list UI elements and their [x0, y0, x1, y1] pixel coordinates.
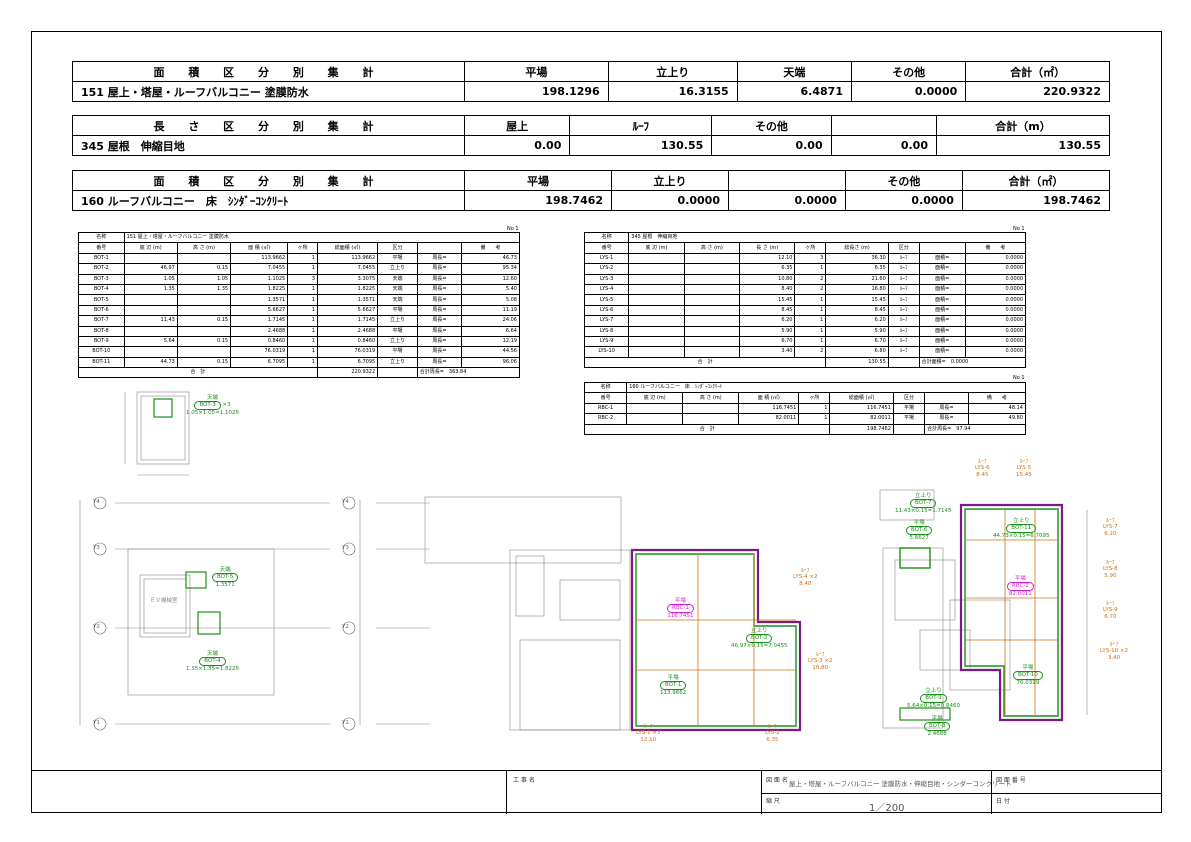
row-name: 160 ルーフバルコニー 床 ｼﾝﾀﾞｰｺﾝｸﾘｰﾄ	[72, 190, 465, 211]
label-lys9: ﾙｰﾌ LYS-9 6.70	[1103, 601, 1118, 620]
axis-label: Y4	[93, 499, 100, 505]
axis-label: Y4	[342, 499, 349, 505]
label-lys3: ﾙｰﾌ LYS-3 ×2 10.80	[808, 652, 833, 671]
cell-value: 130.55	[935, 135, 1111, 156]
cell-value: 6.4871	[736, 81, 852, 102]
label-lys7: ﾙｰﾌ LYS-7 6.20	[1103, 518, 1118, 537]
total-note: 合計面積= 0.0000	[918, 356, 1027, 369]
label-bot3: 天端 BOT-3 ×3 1.05×1.05=1.1025	[186, 395, 239, 416]
axis-label: Y3	[93, 545, 100, 551]
axis-label: Y3	[342, 545, 349, 551]
label-rbc2: 平場 RBC-2 82.0011	[1007, 576, 1034, 597]
label-bot11: 立上り BOT-11 44.73×0.15=6.7095	[993, 518, 1050, 539]
date-label: 日 付	[996, 798, 1010, 805]
cell-value: 220.9322	[965, 81, 1110, 102]
cell-value: 130.55	[569, 135, 713, 156]
drawing-name: 屋上・塔屋・ルーフバルコニー 塗膜防水・伸縮目地・シンダーコンクリート	[789, 780, 1012, 788]
label-lys8: ﾙｰﾌ LYS-8 5.90	[1103, 560, 1118, 579]
label-lys4: ﾙｰﾌ LYS-4 ×2 8.40	[793, 568, 818, 587]
label-bot5: 天端 BOT-5 1.3571	[212, 567, 239, 588]
page-number: No 1	[1013, 226, 1025, 232]
col-header: 合計（m）	[935, 115, 1111, 136]
total-note: 合計周長= 363.84	[416, 367, 521, 379]
drawing-label: 図 面 名	[766, 777, 788, 784]
cell-value: 198.7462	[463, 190, 613, 211]
label-bot6: 平場 BOT-6 5.6627	[906, 520, 933, 541]
label-lys6: ﾙｰﾌ LYS-6 8.45	[975, 459, 990, 478]
cell-value: 16.3155	[607, 81, 738, 102]
axis-label: Y1	[342, 720, 349, 726]
label-bot7: 立上り BOT-7 11.43×0.15=1.7145	[895, 493, 952, 514]
label-bot2: 立上り BOT-2 46.97×0.15=7.0455	[731, 628, 788, 649]
label-rbc1: 平場 RBC-1 116.7451	[667, 598, 694, 619]
cell-value: 0.0000	[844, 190, 963, 211]
cell-value: 198.1296	[464, 81, 609, 102]
summary-table-area-1: 面 積 区 分 別 集 計 平場 立上り 天端 その他 合計（㎡） 151 屋上…	[72, 61, 1110, 102]
col-header: 合計（㎡）	[961, 170, 1111, 191]
total-value: 130.55	[825, 356, 889, 369]
total-note: 合計周長= 97.94	[924, 423, 1026, 435]
row-name: 345 屋根 伸縮目地	[72, 135, 465, 156]
project-label: 工 事 名	[513, 777, 535, 784]
axis-label: Y1	[93, 720, 100, 726]
drawing-frame	[31, 31, 1162, 813]
axis-label: Y2	[93, 624, 100, 630]
cell-value: 0.00	[463, 135, 571, 156]
summary-table-area-2: 面 積 区 分 別 集 計 平場 立上り その他 合計（㎡） 160 ルーフバル…	[72, 170, 1111, 211]
label-bot1: 平場 BOT-1 113.9662	[660, 675, 687, 696]
label-bot8: 平場 BOT-8 2.4688	[924, 716, 951, 737]
summary-table-length: 長 さ 区 分 別 集 計 屋上 ﾙｰﾌ その他 合計（m） 345 屋根 伸縮…	[72, 115, 1111, 156]
label-lys10: ﾙｰﾌ LYS-10 ×2 3.40	[1100, 642, 1129, 661]
col-header: 立上り	[611, 170, 729, 191]
cell-value: 0.0000	[850, 81, 967, 102]
col-header: ﾙｰﾌ	[569, 115, 713, 136]
page-number: No 1	[507, 226, 519, 232]
scale-value: 1／200	[869, 803, 905, 814]
total-value: 220.9322	[316, 367, 379, 379]
col-header: その他	[850, 61, 967, 82]
cell-value: 198.7462	[961, 190, 1111, 211]
page-number: No 1	[1013, 375, 1025, 381]
room-label: ＥＶ機械室	[150, 598, 178, 604]
label-lys5: ﾙｰﾌ LYS-5 15.45	[1016, 459, 1032, 478]
row-name: 151 屋上・塔屋・ルーフバルコニー 塗膜防水	[72, 81, 465, 102]
cell-value: 0.00	[830, 135, 937, 156]
label-bot9: 立上り BOT-9 5.64×0.15=0.8460	[907, 688, 960, 709]
drawing-number-label: 図 面 番 号	[996, 777, 1026, 784]
col-header: 合計（㎡）	[965, 61, 1110, 82]
summary-title: 長 さ 区 分 別 集 計	[72, 115, 465, 136]
label-lys1: ﾙｰﾌ LYS-1 ×3 12.10	[636, 724, 661, 743]
label-bot4: 天端 BOT-4 1.35×1.35=1.8225	[186, 651, 239, 672]
title-block: 工 事 名 図 面 名 屋上・塔屋・ルーフバルコニー 塗膜防水・伸縮目地・シンダ…	[31, 770, 1162, 814]
label-lys2: ﾙｰﾌ LYS-2 6.35	[765, 724, 780, 743]
scale-label: 縮 尺	[766, 798, 780, 805]
label-bot10: 平場 BOT-10 76.0319	[1013, 665, 1043, 686]
axis-label: Y2	[342, 624, 349, 630]
